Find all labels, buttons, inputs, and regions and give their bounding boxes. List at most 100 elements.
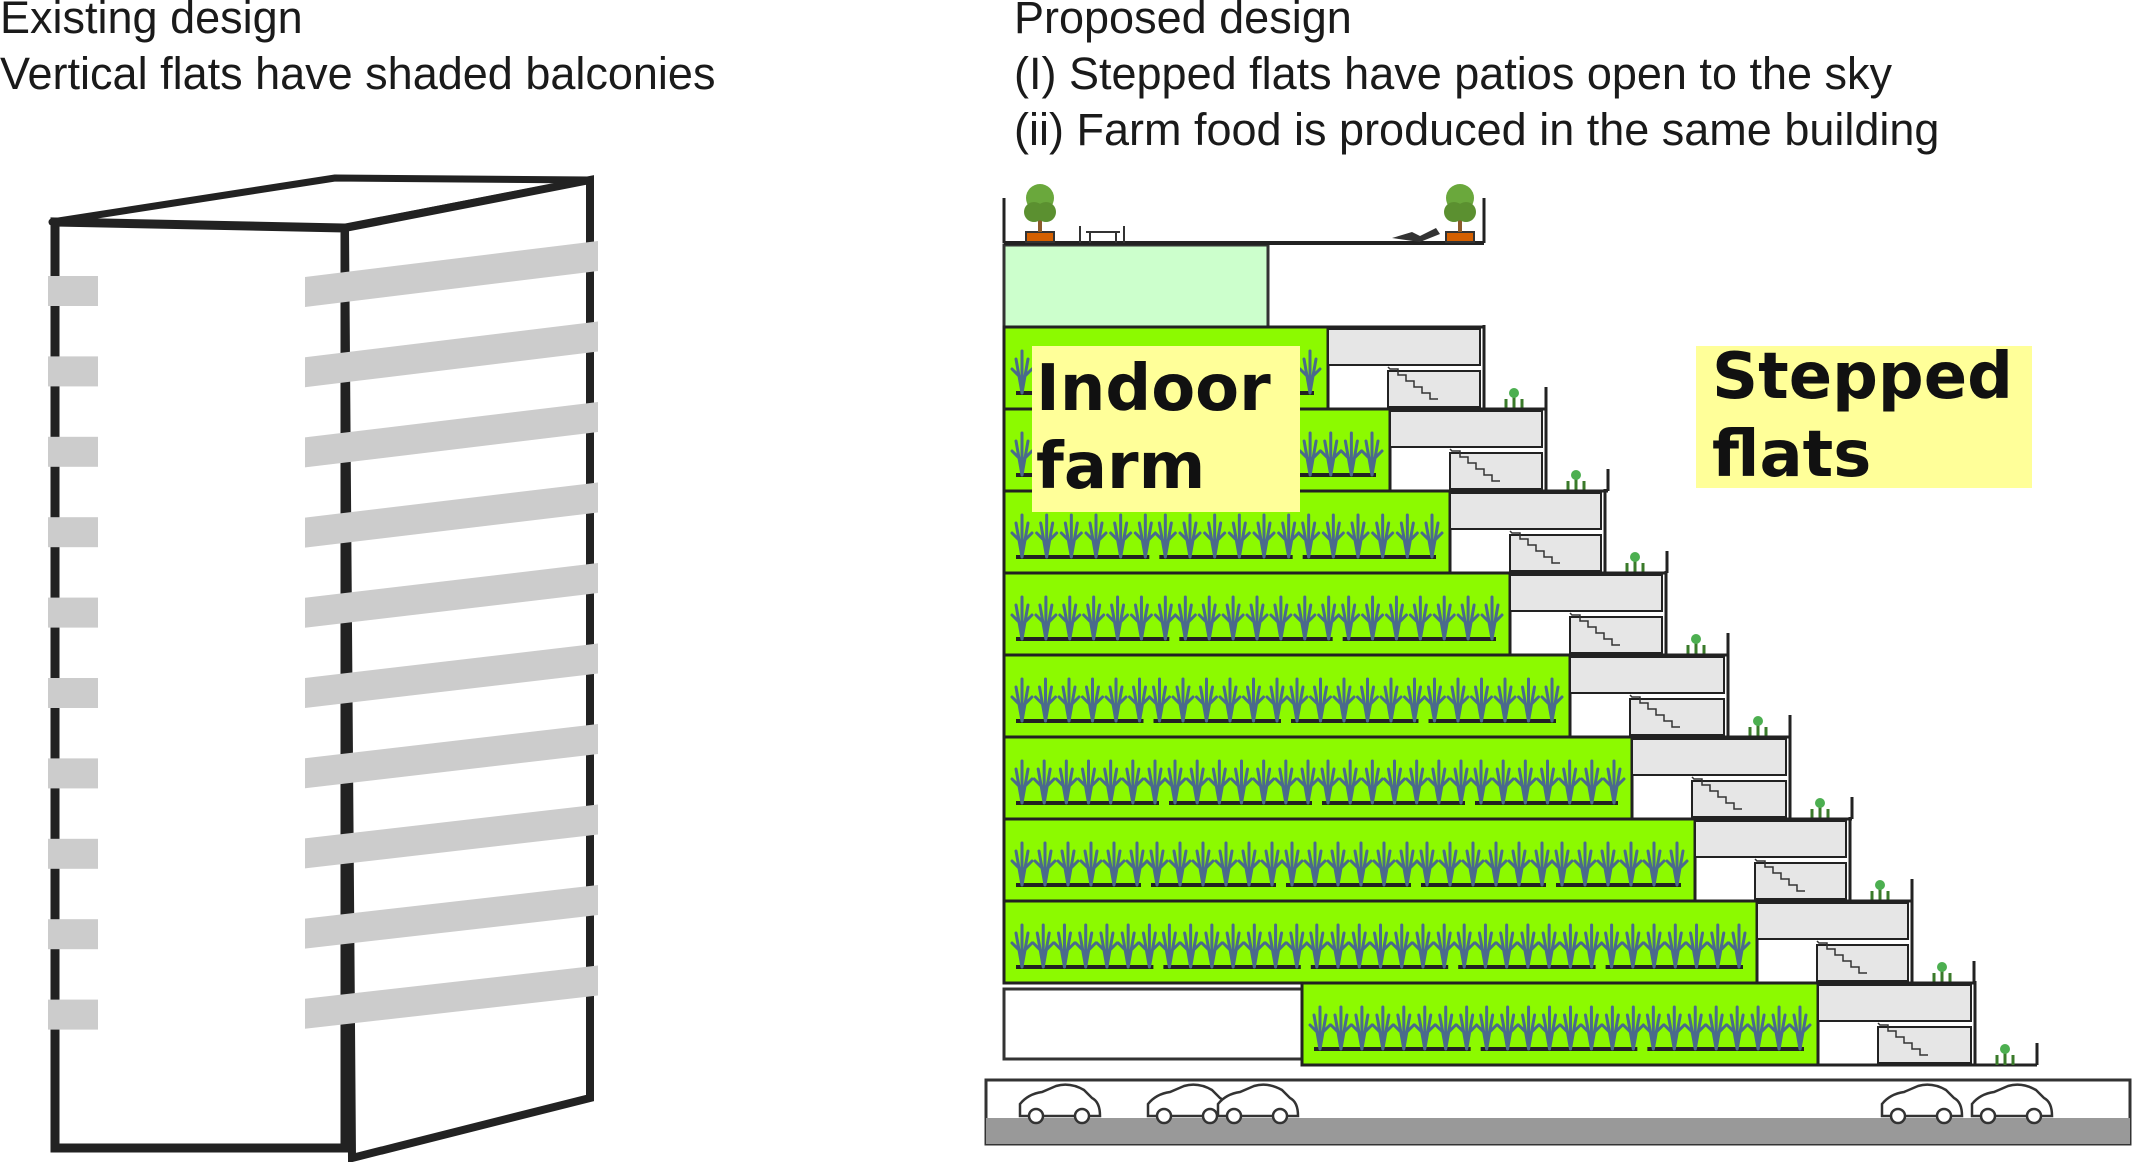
- flat-upper-level: [1389, 410, 1543, 448]
- farm-plant-icon: [1540, 677, 1564, 723]
- farm-plant-icon: [1298, 349, 1322, 395]
- farm-plant-icon: [1178, 513, 1202, 559]
- proposed-design-title: Proposed design: [1014, 0, 1352, 43]
- farm-plant-icon: [1558, 1005, 1582, 1051]
- farm-plant-icon: [1143, 759, 1167, 805]
- flat-upper-level: [1327, 328, 1481, 366]
- indoor-farm-label-bg: [1032, 346, 1300, 512]
- farm-plant-icon: [1129, 595, 1153, 641]
- farm-plant-icon: [1513, 759, 1537, 805]
- farm-plant-icon: [1600, 923, 1624, 969]
- car-icon: [1216, 1083, 1300, 1125]
- farm-plant-icon: [1163, 759, 1187, 805]
- farm-plant-icon: [1010, 759, 1034, 805]
- tower-side-balcony: [305, 563, 598, 628]
- flat-upper-level: [1631, 738, 1787, 776]
- farm-plant-icon: [1413, 1005, 1437, 1051]
- flat-lower-level: [1754, 862, 1847, 900]
- farm-plant-icon: [1173, 595, 1197, 641]
- farm-plant-icon: [1326, 923, 1350, 969]
- farm-plant-icon: [1200, 923, 1224, 969]
- farm-plant-icon: [1133, 513, 1157, 559]
- farm-plant-icon: [1319, 431, 1343, 477]
- farm-plant-icon: [1317, 595, 1341, 641]
- farm-plant-icon: [1438, 841, 1462, 887]
- farm-plant-icon: [1074, 923, 1098, 969]
- farm-plant-icon: [1455, 1005, 1479, 1051]
- farm-plant-icon: [1242, 923, 1266, 969]
- farm-plant-icon: [1179, 923, 1203, 969]
- farm-plant-icon: [1197, 595, 1221, 641]
- terrace-shrub-icon: [1571, 470, 1581, 480]
- terrace-shrub-icon: [1753, 716, 1763, 726]
- farm-plant-icon: [1449, 759, 1473, 805]
- stepped-flats-label-bg: [1696, 346, 2032, 488]
- farm-plant-icon: [1360, 759, 1384, 805]
- farm-plant-icon: [1195, 677, 1218, 723]
- farm-plant-icon: [1185, 759, 1209, 805]
- stepped-flats-label-line-1: Stepped: [1712, 340, 2013, 414]
- farm-plant-icon: [1245, 595, 1269, 641]
- farm-plant-icon: [1277, 513, 1301, 559]
- farm-plant-icon: [1227, 513, 1251, 559]
- farm-plant-icon: [1084, 513, 1108, 559]
- farm-plant-icon: [1470, 677, 1493, 723]
- farm-plant-icon: [1558, 923, 1582, 969]
- farm-plant-icon: [1326, 841, 1350, 887]
- farm-plant-icon: [1516, 923, 1540, 969]
- farm-plant-icon: [1010, 923, 1034, 969]
- car-wheel: [2025, 1107, 2043, 1125]
- farm-plant-icon: [1214, 841, 1238, 887]
- car-wheel: [1225, 1107, 1243, 1125]
- farm-plant-icon: [1296, 759, 1320, 805]
- car-wheel: [1271, 1107, 1289, 1125]
- farm-plant-icon: [1035, 513, 1059, 559]
- farm-plant-icon: [1550, 841, 1574, 887]
- tower-side-balcony: [305, 724, 598, 789]
- farm-plant-icon: [1148, 677, 1171, 723]
- farm-plant-icon: [1371, 1005, 1395, 1051]
- farm-plant-icon: [1104, 677, 1128, 723]
- farm-plant-icon: [1265, 677, 1289, 723]
- farm-plant-icon: [1034, 595, 1058, 641]
- farm-plant-icon: [1274, 759, 1298, 805]
- flat-upper-level: [1449, 492, 1602, 530]
- farm-plant-icon: [1338, 759, 1362, 805]
- farm-plant-icon: [1221, 595, 1245, 641]
- flat-lower-level: [1691, 780, 1787, 818]
- farm-plant-icon: [1349, 841, 1373, 887]
- farm-plant-icon: [1034, 677, 1057, 723]
- terrace-shrub-icon: [1937, 962, 1947, 972]
- farm-plant-icon: [1031, 923, 1055, 969]
- ground-strip: [986, 1118, 2130, 1144]
- proposed-stepped-building: Indoor farm Stepped flats: [984, 184, 2132, 1146]
- tower-front-balcony: [48, 597, 98, 628]
- basement-storage: [1002, 987, 1304, 1061]
- farm-plant-icon: [1116, 923, 1140, 969]
- farm-plant-icon: [1106, 595, 1130, 641]
- farm-plant-icon: [1403, 677, 1426, 723]
- farm-plant-icon: [1420, 513, 1444, 559]
- flat-stairs: [1691, 776, 1742, 810]
- farm-plant-icon: [1461, 841, 1485, 887]
- flat-upper-level: [1756, 902, 1909, 940]
- farm-plant-icon: [1473, 923, 1497, 969]
- terrace-shrub-icon: [1691, 634, 1701, 644]
- farm-plant-icon: [1767, 1005, 1791, 1051]
- roof-table-chairs-icon: [1079, 226, 1125, 243]
- farm-plant-icon: [1495, 923, 1519, 969]
- farm-plant-icon: [1082, 595, 1106, 641]
- farm-plant-icon: [1305, 923, 1329, 969]
- farm-plant-icon: [1102, 841, 1126, 887]
- car-wheel: [1889, 1107, 1907, 1125]
- farm-plant-icon: [1573, 841, 1597, 887]
- farm-plant-icon: [1371, 513, 1395, 559]
- farm-plant-icon: [1137, 923, 1161, 969]
- farm-plant-icon: [1405, 759, 1429, 805]
- farm-plant-icon: [1171, 677, 1195, 723]
- tower-front-balcony: [48, 276, 98, 306]
- farm-plant-icon: [1058, 595, 1082, 641]
- car-icon: [1018, 1083, 1102, 1125]
- tower-balconies: [48, 241, 598, 1030]
- farm-plant-icon: [1369, 923, 1392, 969]
